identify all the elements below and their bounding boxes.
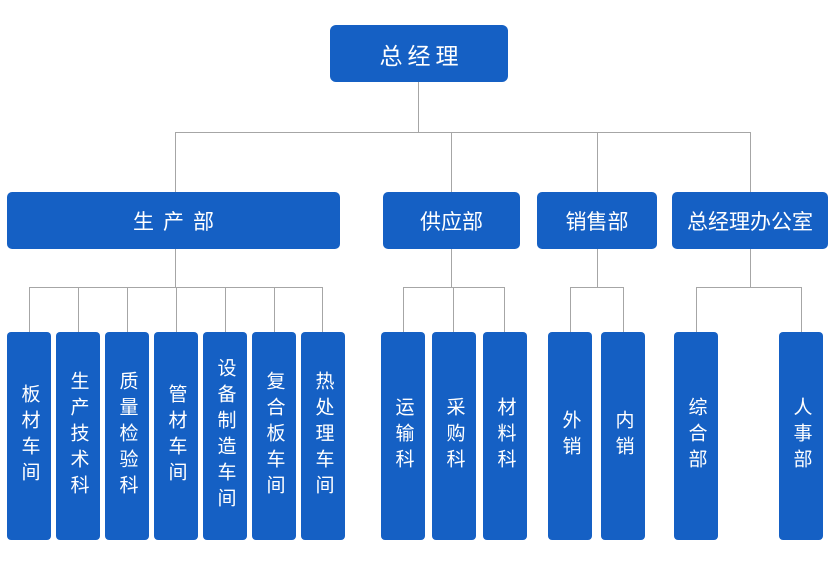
- connector-root-stem: [418, 82, 419, 132]
- connector-drop-supply: [451, 132, 452, 192]
- node-composite-plate-workshop[interactable]: 复合板车间: [252, 332, 296, 540]
- node-transport-section[interactable]: 运输科: [381, 332, 425, 540]
- node-general-manager-label: 总经理: [379, 42, 464, 69]
- node-materials-section-label: 材料科: [494, 397, 516, 475]
- connector-production-child-2: [78, 287, 79, 332]
- connector-production-stem: [175, 249, 176, 287]
- connector-production-child-3: [127, 287, 128, 332]
- connector-supply-child-2: [453, 287, 454, 332]
- node-production-department-label: 生产部: [133, 210, 223, 234]
- connector-production-child-5: [225, 287, 226, 332]
- connector-sales-stem: [597, 249, 598, 287]
- node-pipe-workshop-label: 管材车间: [165, 384, 187, 488]
- node-procurement-section-label: 采购科: [443, 397, 465, 475]
- connector-production-child-1: [29, 287, 30, 332]
- node-transport-section-label: 运输科: [392, 397, 414, 475]
- node-general-affairs-department[interactable]: 综合部: [674, 332, 718, 540]
- node-supply-department[interactable]: 供应部: [383, 192, 520, 249]
- node-plate-workshop[interactable]: 板材车间: [7, 332, 51, 540]
- connector-drop-sales: [597, 132, 598, 192]
- node-quality-inspection-section[interactable]: 质量检验科: [105, 332, 149, 540]
- node-general-manager[interactable]: 总经理: [330, 25, 508, 82]
- node-export-sales[interactable]: 外销: [548, 332, 592, 540]
- node-domestic-sales-label: 内销: [612, 410, 634, 462]
- node-procurement-section[interactable]: 采购科: [432, 332, 476, 540]
- connector-supply-stem: [451, 249, 452, 287]
- connector-supply-child-1: [403, 287, 404, 332]
- connector-supply-child-3: [504, 287, 505, 332]
- connector-gm-office-child-1: [696, 287, 697, 332]
- connector-gm-office-stem: [750, 249, 751, 287]
- node-export-sales-label: 外销: [559, 410, 581, 462]
- node-equipment-manufacturing-workshop[interactable]: 设备制造车间: [203, 332, 247, 540]
- node-composite-plate-workshop-label: 复合板车间: [263, 371, 285, 501]
- node-domestic-sales[interactable]: 内销: [601, 332, 645, 540]
- node-human-resources-department[interactable]: 人事部: [779, 332, 823, 540]
- node-plate-workshop-label: 板材车间: [18, 384, 40, 488]
- node-equipment-manufacturing-workshop-label: 设备制造车间: [214, 358, 236, 514]
- connector-sales-child-2: [623, 287, 624, 332]
- node-heat-treatment-workshop-label: 热处理车间: [312, 371, 334, 501]
- node-materials-section[interactable]: 材料科: [483, 332, 527, 540]
- node-quality-inspection-section-label: 质量检验科: [116, 371, 138, 501]
- connector-gm-office-child-2: [801, 287, 802, 332]
- connector-production-child-7: [322, 287, 323, 332]
- node-production-technology-section-label: 生产技术科: [67, 371, 89, 501]
- connector-sales-bus: [570, 287, 623, 288]
- node-gm-office[interactable]: 总经理办公室: [672, 192, 828, 249]
- node-supply-department-label: 供应部: [420, 210, 483, 234]
- node-production-department[interactable]: 生产部: [7, 192, 340, 249]
- connector-sales-child-1: [570, 287, 571, 332]
- connector-production-child-4: [176, 287, 177, 332]
- node-heat-treatment-workshop[interactable]: 热处理车间: [301, 332, 345, 540]
- connector-level2-bus: [175, 132, 750, 133]
- node-gm-office-label: 总经理办公室: [687, 210, 813, 234]
- node-pipe-workshop[interactable]: 管材车间: [154, 332, 198, 540]
- connector-drop-gm-office: [750, 132, 751, 192]
- node-sales-department[interactable]: 销售部: [537, 192, 657, 249]
- node-general-affairs-department-label: 综合部: [685, 397, 707, 475]
- node-human-resources-department-label: 人事部: [790, 397, 812, 475]
- node-sales-department-label: 销售部: [565, 210, 629, 234]
- connector-production-child-6: [274, 287, 275, 332]
- connector-gm-office-bus: [696, 287, 801, 288]
- connector-drop-production: [175, 132, 176, 192]
- node-production-technology-section[interactable]: 生产技术科: [56, 332, 100, 540]
- connector-production-bus: [29, 287, 322, 288]
